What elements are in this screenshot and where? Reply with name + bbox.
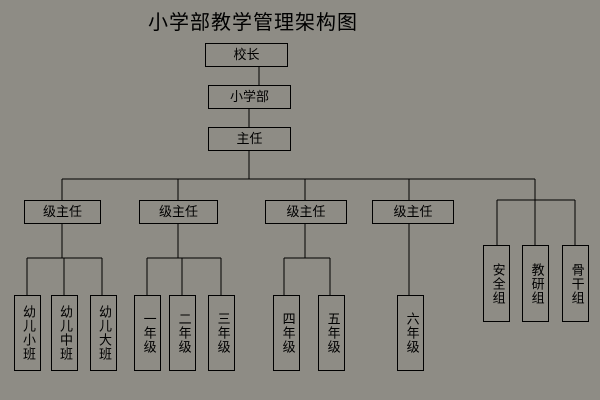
- node-safety-group: 安全组: [483, 245, 510, 322]
- node-grade-leader-1: 级主任: [24, 200, 101, 224]
- node-grade-leader-3: 级主任: [265, 200, 347, 224]
- node-grade-3: 三年级: [208, 295, 235, 371]
- node-director: 主任: [208, 127, 291, 151]
- node-primary-school: 小学部: [208, 85, 291, 109]
- node-grade-6: 六年级: [397, 295, 424, 371]
- node-grade-1: 一年级: [134, 295, 161, 371]
- node-backbone-group: 骨干组: [562, 245, 589, 322]
- node-principal: 校长: [205, 43, 288, 67]
- node-grade-4: 四年级: [273, 295, 300, 371]
- node-grade-leader-2: 级主任: [139, 200, 218, 224]
- node-grade-leader-4: 级主任: [372, 200, 454, 224]
- node-kg-large: 幼儿大班: [90, 295, 117, 371]
- chart-title: 小学部教学管理架构图: [148, 10, 358, 34]
- node-kg-small: 幼儿小班: [14, 295, 41, 371]
- node-grade-5: 五年级: [318, 295, 345, 371]
- node-kg-middle: 幼儿中班: [51, 295, 78, 371]
- node-research-group: 教研组: [522, 245, 549, 322]
- node-grade-2: 二年级: [169, 295, 196, 371]
